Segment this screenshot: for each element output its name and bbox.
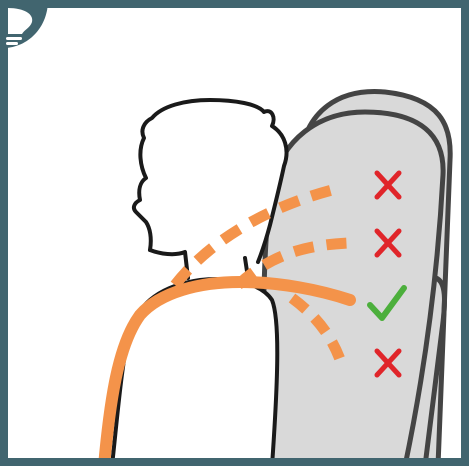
head-silhouette: [134, 100, 287, 262]
